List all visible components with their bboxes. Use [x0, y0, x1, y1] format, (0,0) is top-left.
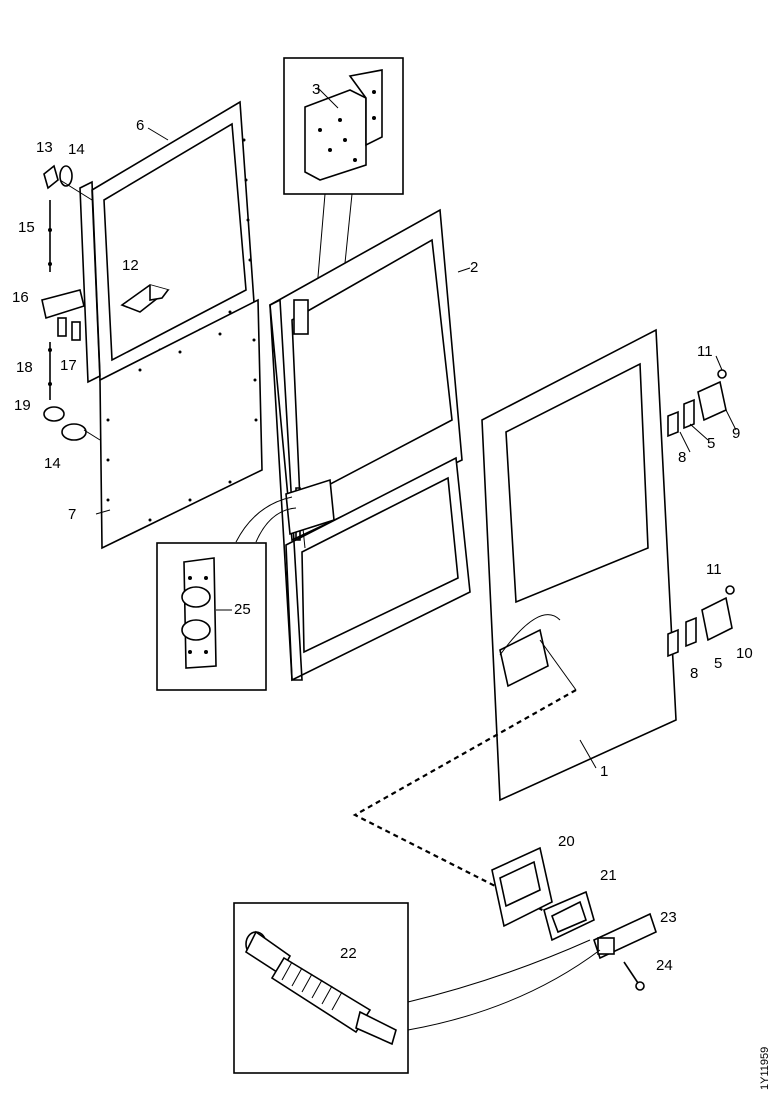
outer-door-skin [481, 328, 677, 802]
inner-handle [120, 284, 170, 313]
callout-6: 6 [136, 117, 144, 134]
callout-21: 21 [600, 867, 617, 884]
callout-16: 16 [12, 289, 29, 306]
callout-1: 1 [600, 763, 608, 780]
callout-8-upper: 8 [678, 449, 686, 466]
drawing-number: 1Y11959 [759, 1047, 771, 1090]
callout-3: 3 [312, 81, 320, 98]
callout-17: 17 [60, 357, 77, 374]
spring-detail-box [233, 902, 601, 1074]
callout-5-upper: 5 [707, 435, 715, 452]
callout-8-lower: 8 [690, 665, 698, 682]
outer-handle-assembly [491, 846, 657, 991]
callout-20: 20 [558, 833, 575, 850]
callout-10: 10 [736, 645, 753, 662]
callout-leaders [95, 127, 737, 769]
frame-hinge [285, 299, 335, 536]
callout-14-lower: 14 [44, 455, 61, 472]
callout-15: 15 [18, 219, 35, 236]
callout-13: 13 [36, 139, 53, 156]
door-frame [269, 208, 471, 682]
callout-2: 2 [470, 259, 478, 276]
callout-12: 12 [122, 257, 139, 274]
callout-23: 23 [660, 909, 677, 926]
callout-25: 25 [234, 601, 251, 618]
callout-24: 24 [656, 957, 673, 974]
callout-11-lower: 11 [706, 561, 722, 578]
latch-plate-detail-box [156, 496, 297, 691]
callout-18: 18 [16, 359, 33, 376]
callout-19: 19 [14, 397, 31, 414]
left-latch-hardware [41, 164, 101, 441]
lower-hinge-hardware [667, 585, 735, 658]
callout-14-upper: 14 [68, 141, 85, 158]
upper-hinge-hardware [667, 369, 727, 438]
callout-22: 22 [340, 945, 357, 962]
lower-panel [99, 298, 263, 550]
callout-9: 9 [732, 425, 740, 442]
callout-5-lower: 5 [714, 655, 722, 672]
callout-11-upper: 11 [697, 343, 713, 360]
callout-7: 7 [68, 506, 76, 523]
